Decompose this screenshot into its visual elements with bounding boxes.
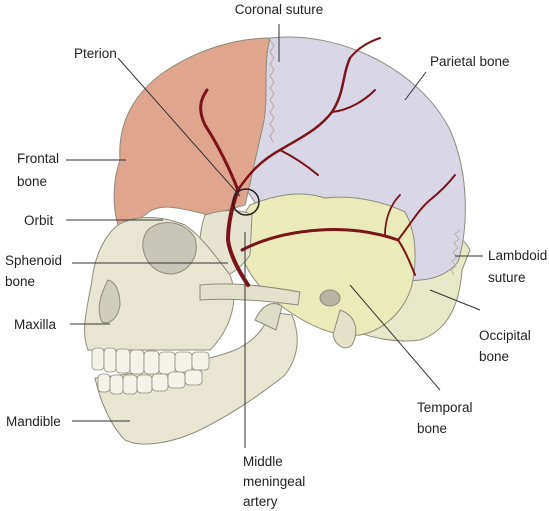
upper-teeth xyxy=(91,347,210,375)
middle-meningeal-artery xyxy=(199,37,456,287)
label-lambdoid-suture: Lambdoid suture xyxy=(488,248,549,285)
lower-teeth xyxy=(97,369,203,395)
label-sphenoid-bone: Sphenoid bone xyxy=(5,253,66,289)
ear-canal xyxy=(319,289,341,307)
coronal-suture-line xyxy=(269,39,275,143)
zygomatic-arch xyxy=(199,283,301,306)
mastoid-process xyxy=(332,309,357,349)
pterion-marker xyxy=(232,188,260,216)
label-parietal-bone: Parietal bone xyxy=(430,54,510,69)
label-temporal-bone: Temporal bone xyxy=(417,400,476,436)
leader-temporal xyxy=(349,284,441,391)
label-occipital-bone: Occipital bone xyxy=(479,328,535,364)
leader-occipital xyxy=(429,289,481,311)
leader-lines xyxy=(66,24,483,448)
lambdoid-suture-line xyxy=(450,229,461,276)
label-frontal-bone: Frontal bone xyxy=(17,151,63,189)
frontal-bone xyxy=(113,37,271,228)
orbit xyxy=(142,222,197,275)
nasal-aperture xyxy=(98,279,121,324)
coronoid-process xyxy=(254,303,283,331)
label-pterion: Pterion xyxy=(74,46,117,61)
label-orbit: Orbit xyxy=(24,213,54,228)
label-mandible: Mandible xyxy=(6,414,61,429)
label-middle-meningeal-artery: Middle meningeal artery xyxy=(243,454,309,509)
leader-parietal xyxy=(404,71,427,101)
label-coronal-suture: Coronal suture xyxy=(235,2,324,17)
leader-pterion xyxy=(117,57,241,197)
label-maxilla: Maxilla xyxy=(14,317,57,332)
